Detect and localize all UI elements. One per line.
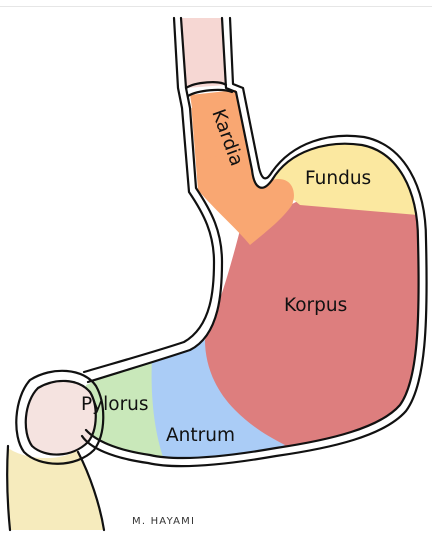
artist-signature: M. HAYAMI xyxy=(132,516,195,527)
esophagus xyxy=(181,18,226,88)
label-korpus: Korpus xyxy=(284,295,347,316)
label-pylorus: Pylorus xyxy=(81,394,149,415)
duodenum xyxy=(7,448,104,530)
label-fundus: Fundus xyxy=(305,168,371,189)
label-antrum: Antrum xyxy=(166,425,235,446)
